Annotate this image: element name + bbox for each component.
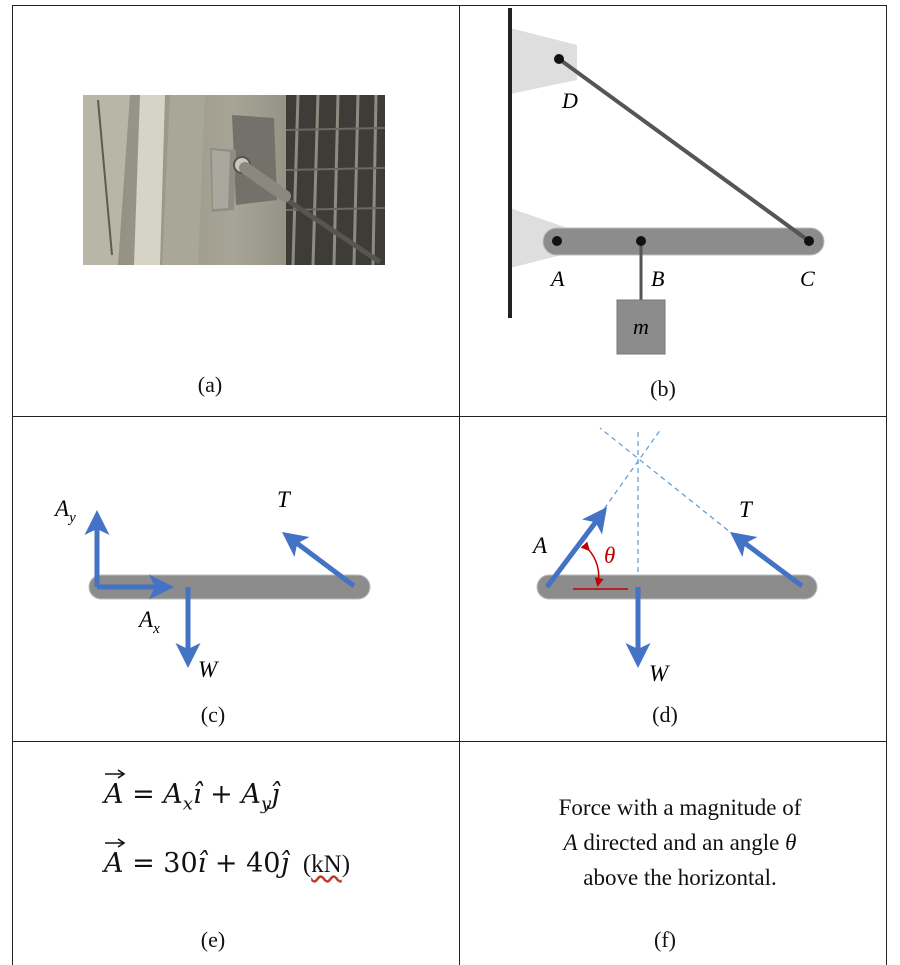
caption-a: (a) xyxy=(197,372,223,397)
cable-DC xyxy=(557,57,811,243)
pin-C xyxy=(804,236,814,246)
pin-D xyxy=(554,54,564,64)
beam-AC xyxy=(542,227,825,256)
photo-bracket-connection xyxy=(83,94,386,266)
label-D: D xyxy=(561,88,578,113)
label-A-d: A xyxy=(531,533,548,558)
panel-f-text: Force with a magnitude of A directed and… xyxy=(480,790,880,895)
f-line-1: Force with a magnitude of xyxy=(558,795,802,820)
grid-column-divider xyxy=(459,5,460,965)
label-mass: m xyxy=(633,314,649,339)
caption-d: (d) xyxy=(652,702,678,727)
arrow-A-d xyxy=(545,507,607,589)
label-A: A xyxy=(549,266,565,291)
label-T-d: T xyxy=(739,497,754,522)
caption-b: (b) xyxy=(650,376,676,401)
caption-c: (c) xyxy=(200,702,226,727)
f-line-2: A directed and an angle θ xyxy=(563,830,797,855)
arrow-T-c xyxy=(282,532,356,588)
grid-row-divider-1 xyxy=(12,416,886,417)
angle-arc xyxy=(580,541,604,587)
equation-A-components: A = Axı̂ + Ayȷ̂ xyxy=(104,779,280,815)
mass-block xyxy=(616,299,666,355)
lines-of-action xyxy=(598,427,736,590)
label-Ax: Ax xyxy=(137,607,160,637)
grid-row-divider-2 xyxy=(12,741,886,742)
pin-B xyxy=(636,236,646,246)
support-wall xyxy=(508,8,577,318)
label-W-c: W xyxy=(198,657,219,682)
label-theta: θ xyxy=(604,543,615,568)
label-B: B xyxy=(651,266,664,291)
label-T-c: T xyxy=(277,487,292,512)
vector-overarrows xyxy=(105,769,126,848)
label-C: C xyxy=(800,266,815,291)
unit-kN: kN xyxy=(311,851,342,878)
caption-f: (f) xyxy=(654,927,676,952)
arrow-T-d xyxy=(730,532,804,588)
grid-top-border xyxy=(12,5,886,6)
grid-left-border xyxy=(12,5,13,965)
f-line-3: above the horizontal. xyxy=(583,865,777,890)
beam-fbd-d xyxy=(536,574,818,600)
label-Ay: Ay xyxy=(53,496,76,526)
caption-e: (e) xyxy=(200,927,226,952)
equation-A-values: A = 30ı̂ + 40ȷ̂(kN) xyxy=(104,848,351,879)
grid-right-border xyxy=(886,5,887,965)
pin-A xyxy=(552,236,562,246)
label-W-d: W xyxy=(649,661,670,686)
